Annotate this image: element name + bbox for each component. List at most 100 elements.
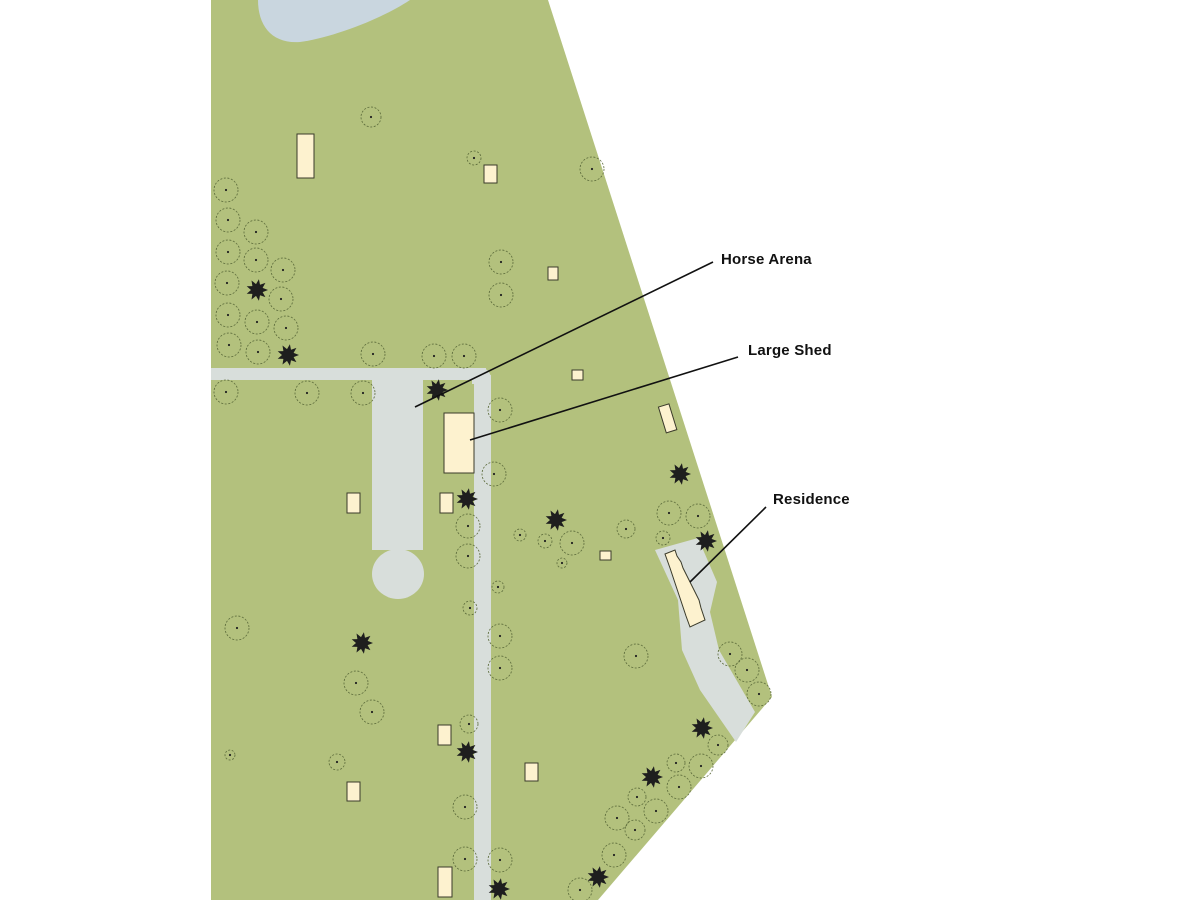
tree-canopy (462, 600, 478, 616)
dark-tree-core (282, 349, 294, 361)
tree-trunk-dot (361, 391, 365, 395)
tree-canopy (487, 397, 513, 423)
arena-drive (372, 375, 423, 550)
outbuilding (571, 369, 584, 381)
tree-trunk-dot (633, 828, 637, 832)
tree-trunk-dot (354, 681, 358, 685)
tree-canopy (655, 530, 671, 546)
tree-canopy (350, 380, 376, 406)
tree-canopy (491, 580, 505, 594)
dark-tree-core (461, 493, 473, 505)
tree-canopy (215, 239, 241, 265)
tree-canopy (421, 343, 447, 369)
tree-canopy (746, 681, 772, 707)
tree-canopy (245, 339, 271, 365)
tree-trunk-dot (226, 218, 230, 222)
dark-tree-core (251, 284, 263, 296)
tree-trunk-dot (226, 313, 230, 317)
tree-trunk-dot (498, 666, 502, 670)
tree-trunk-dot (677, 785, 681, 789)
outbuilding (296, 133, 315, 179)
tree-trunk-dot (499, 260, 503, 264)
tree-trunk-dot (498, 634, 502, 638)
outbuilding (657, 403, 678, 434)
dark-tree-core (700, 535, 712, 547)
dark-tree-core (696, 722, 708, 734)
tree-canopy (556, 557, 568, 569)
tree-canopy (360, 106, 382, 128)
tree-canopy (707, 734, 729, 756)
dark-tree-core (356, 637, 368, 649)
tree-trunk-dot (224, 188, 228, 192)
tree-canopy (328, 753, 346, 771)
tree-trunk-dot (463, 805, 467, 809)
tree-trunk-dot (716, 743, 720, 747)
residence-leader (689, 506, 767, 583)
tree-trunk-dot (305, 391, 309, 395)
tree-trunk-dot (518, 533, 522, 537)
tree-trunk-dot (498, 858, 502, 862)
tree-canopy (343, 670, 369, 696)
tree-trunk-dot (228, 753, 232, 757)
tree-canopy (685, 503, 711, 529)
tree-trunk-dot (499, 293, 503, 297)
tree-canopy (567, 877, 593, 900)
tree-trunk-dot (560, 561, 564, 565)
tree-trunk-dot (370, 710, 374, 714)
dark-tree-core (493, 883, 505, 895)
horizontal-driveway (211, 368, 486, 380)
large-shed-building (443, 412, 475, 474)
tree-trunk-dot (612, 853, 616, 857)
tree-canopy (459, 714, 479, 734)
tree-canopy (243, 247, 269, 273)
tree-trunk-dot (496, 585, 500, 589)
tree-trunk-dot (369, 115, 373, 119)
tree-canopy (455, 513, 481, 539)
tree-canopy (452, 794, 478, 820)
tree-canopy (481, 461, 507, 487)
tree-trunk-dot (224, 390, 228, 394)
tree-canopy (666, 753, 686, 773)
tree-canopy (579, 156, 605, 182)
tree-trunk-dot (227, 343, 231, 347)
tree-canopy (270, 257, 296, 283)
outbuilding (346, 781, 361, 802)
tree-canopy (487, 655, 513, 681)
tree-trunk-dot (468, 606, 472, 610)
tree-trunk-dot (279, 297, 283, 301)
outbuilding (524, 762, 539, 782)
tree-trunk-dot (570, 541, 574, 545)
large-shed-leader (469, 356, 739, 441)
vertical-driveway (474, 375, 491, 900)
tree-canopy (359, 699, 385, 725)
tree-trunk-dot (254, 258, 258, 262)
tree-canopy (643, 798, 669, 824)
tree-trunk-dot (466, 524, 470, 528)
leader-lines (414, 261, 767, 583)
tree-canopy (216, 332, 242, 358)
tree-canopy (537, 533, 553, 549)
tree-canopy (559, 530, 585, 556)
tree-trunk-dot (256, 350, 260, 354)
tree-trunk-dot (467, 722, 471, 726)
tree-canopy (213, 379, 239, 405)
tree-trunk-dot (281, 268, 285, 272)
tree-canopy (243, 219, 269, 245)
tree-canopy (215, 207, 241, 233)
tree-trunk-dot (745, 668, 749, 672)
tree-canopy (224, 749, 236, 761)
tree-trunk-dot (634, 654, 638, 658)
tree-canopy (215, 302, 241, 328)
tree-trunk-dot (462, 354, 466, 358)
tree-canopy-outlines (213, 106, 772, 900)
residence-building (664, 549, 706, 628)
turnaround-circle (372, 549, 424, 599)
tree-canopy (488, 282, 514, 308)
tree-canopy (487, 847, 513, 873)
outbuilding (439, 492, 454, 514)
outbuilding (483, 164, 498, 184)
dark-tree-core (592, 871, 604, 883)
tree-trunk-dot (757, 692, 761, 696)
tree-canopy (451, 343, 477, 369)
